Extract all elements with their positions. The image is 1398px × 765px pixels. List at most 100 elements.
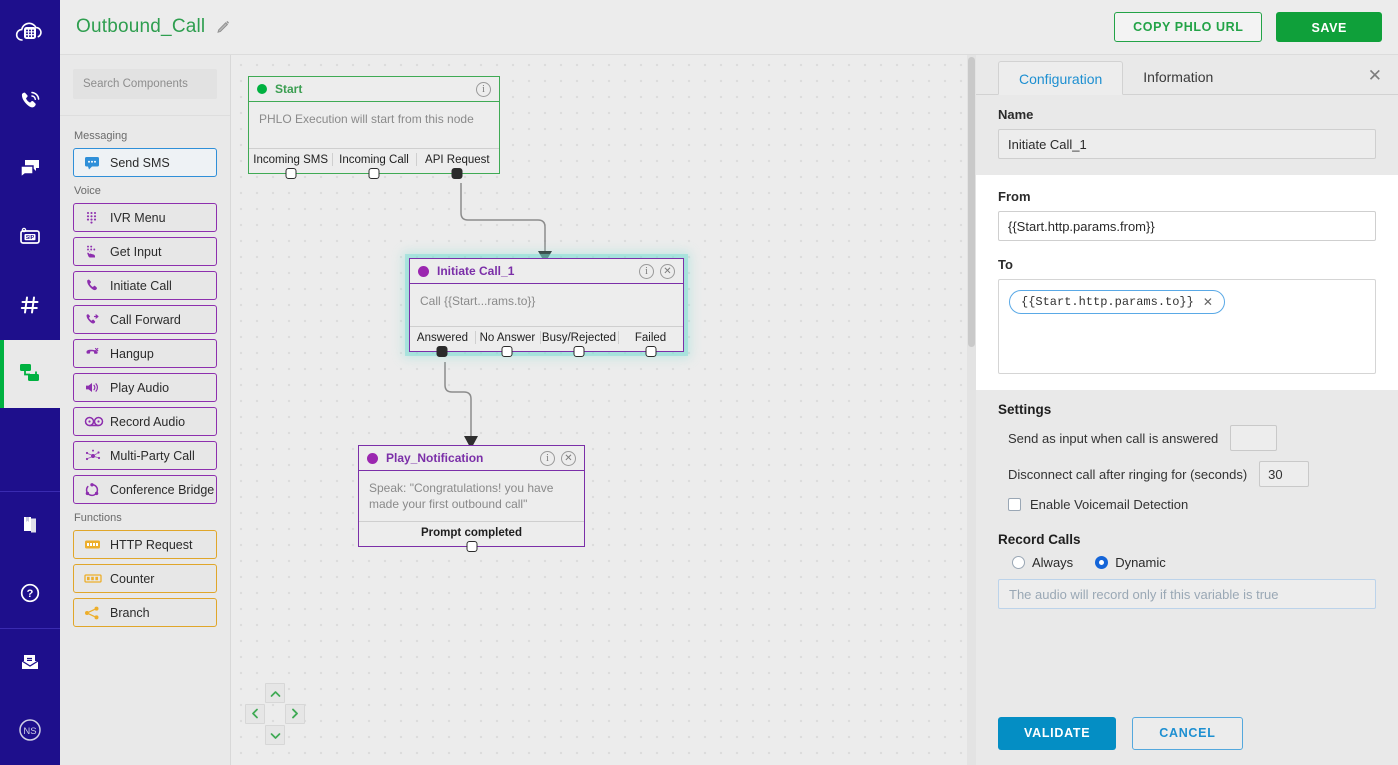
save-button[interactable]: SAVE [1276,12,1382,42]
radio-option-dynamic[interactable]: Dynamic [1095,555,1166,570]
http-request-icon [84,539,110,550]
node-initiate-call-1[interactable]: Initiate Call_1 i ✕ Call {{Start...rams.… [409,258,684,357]
port-no-answer[interactable]: No Answer [474,327,540,357]
cancel-button[interactable]: CANCEL [1132,716,1243,750]
port-knob[interactable] [436,346,448,357]
account-avatar[interactable]: NS [0,697,60,765]
to-chip[interactable]: {{Start.http.params.to}} ✕ [1009,290,1225,314]
voicemail-detection-checkbox[interactable] [1008,498,1021,511]
component-initiate-call[interactable]: Initiate Call [73,271,217,300]
node-ports: Prompt completed [359,521,584,552]
pan-up-button[interactable] [265,683,285,703]
svg-text:NS: NS [23,726,36,737]
pan-left-button[interactable] [245,704,265,724]
conference-icon [84,482,110,498]
canvas-scrollbar[interactable] [967,55,976,765]
disconnect-row: Disconnect call after ringing for (secon… [1008,461,1376,487]
component-branch[interactable]: Branch [73,598,217,627]
voicemail-detection-row[interactable]: Enable Voicemail Detection [1008,497,1376,512]
port-knob[interactable] [368,168,380,179]
component-label: Branch [110,605,150,620]
component-get-input[interactable]: Get Input [73,237,217,266]
sidebar-item-billing[interactable] [0,629,60,697]
components-panel: Messaging Send SMS Voice IVR Menu Get In… [60,55,231,765]
name-field[interactable] [998,129,1376,159]
sidebar-item-help[interactable]: ? [0,560,60,628]
port-incoming-call[interactable]: Incoming Call [332,149,415,179]
tab-configuration[interactable]: Configuration [998,61,1124,95]
component-counter[interactable]: Counter [73,564,217,593]
sidebar-item-phlo[interactable] [0,340,60,408]
chip-remove-icon[interactable]: ✕ [1202,295,1213,309]
port-failed[interactable]: Failed [618,327,683,357]
component-multi-party-call[interactable]: Multi-Party Call [73,441,217,470]
close-circle-icon[interactable]: ✕ [660,263,675,279]
rail-divider-1 [0,491,60,492]
port-incoming-sms[interactable]: Incoming SMS [249,149,332,179]
component-http-request[interactable]: HTTP Request [73,530,217,559]
port-label: API Request [425,154,490,166]
configuration-panel: Configuration Information ✕ Name From To… [976,55,1398,765]
close-circle-icon[interactable]: ✕ [561,450,576,466]
record-variable-field[interactable] [998,579,1376,609]
sidebar-item-phone-numbers[interactable] [0,272,60,340]
port-knob[interactable] [451,168,463,179]
component-hangup[interactable]: Hangup [73,339,217,368]
port-prompt-completed[interactable]: Prompt completed [359,522,584,552]
multiparty-icon [84,449,110,463]
sidebar-item-cloud-keypad[interactable] [0,0,60,68]
sidebar-item-sip[interactable]: SIP [0,204,60,272]
node-start[interactable]: Start i PHLO Execution will start from t… [248,76,500,179]
port-label: Incoming SMS [253,154,329,166]
svg-text:SIP: SIP [26,235,35,241]
cloud-keypad-icon [15,20,45,49]
send-as-input-field[interactable] [1230,425,1278,451]
component-label: Initiate Call [110,278,172,293]
port-label: Answered [416,332,469,344]
validate-button[interactable]: VALIDATE [998,716,1117,750]
radio-option-always[interactable]: Always [1012,555,1073,570]
component-play-audio[interactable]: Play Audio [73,373,217,402]
to-field[interactable]: {{Start.http.params.to}} ✕ [998,279,1376,374]
info-circle-icon[interactable]: i [639,263,654,279]
component-send-sms[interactable]: Send SMS [73,148,217,177]
disconnect-seconds-field[interactable] [1259,461,1310,487]
from-to-section: From To {{Start.http.params.to}} ✕ [976,175,1398,390]
tab-information[interactable]: Information [1143,69,1214,85]
pan-right-button[interactable] [285,704,305,724]
billing-envelope-icon [16,649,44,678]
port-knob[interactable] [501,346,513,357]
port-knob[interactable] [573,346,585,357]
component-record-audio[interactable]: Record Audio [73,407,217,436]
settings-heading: Settings [998,402,1052,417]
port-api-request[interactable]: API Request [415,149,499,179]
component-ivr-menu[interactable]: IVR Menu [73,203,217,232]
close-icon[interactable]: ✕ [1367,66,1382,85]
radio-dynamic[interactable] [1095,556,1109,569]
voice-call-icon [16,88,44,117]
port-knob[interactable] [645,346,657,357]
node-play-notification[interactable]: Play_Notification i ✕ Speak: "Congratula… [358,445,585,552]
component-call-forward[interactable]: Call Forward [73,305,217,334]
port-answered[interactable]: Answered [410,327,475,357]
port-knob[interactable] [466,541,477,552]
hand-input-icon [84,244,110,259]
copy-phlo-url-button[interactable]: COPY PHLO URL [1114,12,1263,42]
sidebar-item-messaging[interactable] [0,136,60,204]
canvas-navigation-pad [245,683,305,747]
flow-canvas[interactable]: Start i PHLO Execution will start from t… [231,55,976,765]
pencil-icon[interactable] [215,19,232,36]
port-busy-rejected[interactable]: Busy/Rejected [539,327,618,357]
component-conference-bridge[interactable]: Conference Bridge [73,475,217,504]
radio-always[interactable] [1012,556,1025,569]
info-circle-icon[interactable]: i [476,81,491,97]
sidebar-item-docs[interactable] [0,492,60,560]
chevron-right-icon [291,707,299,722]
from-field[interactable] [998,211,1376,241]
phone-numbers-hash-icon [17,292,43,321]
info-circle-icon[interactable]: i [540,450,555,466]
port-knob[interactable] [285,168,297,179]
sidebar-item-voice[interactable] [0,68,60,136]
pan-down-button[interactable] [265,725,285,745]
search-input[interactable] [73,69,217,99]
